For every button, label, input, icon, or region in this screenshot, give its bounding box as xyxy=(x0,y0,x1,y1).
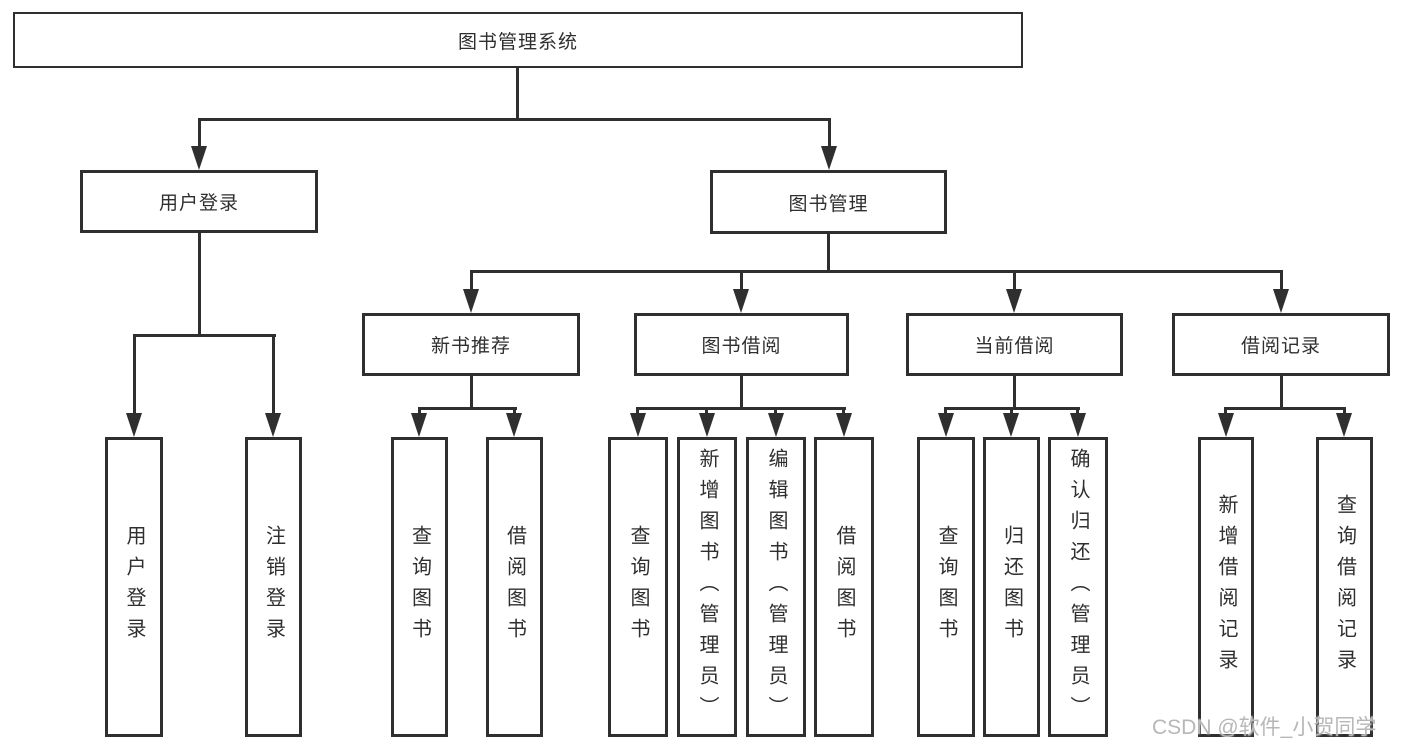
connector-br-stem xyxy=(1280,376,1283,410)
node-leaf-br-add-record: 新增借阅记录 xyxy=(1198,437,1254,737)
node-user-login-label: 用户登录 xyxy=(158,193,239,214)
connector-cb-drop-1 xyxy=(944,407,947,416)
node-label: 查询借阅记录 xyxy=(1333,494,1356,680)
node-leaf-bb-edit-books-admin: 编辑图书（管理员） xyxy=(746,437,806,737)
arrow-down-icon xyxy=(1336,413,1352,437)
connector-nbr-drop-2 xyxy=(513,407,516,416)
arrow-down-icon xyxy=(699,413,715,437)
arrow-down-icon xyxy=(1218,413,1234,437)
arrow-down-icon xyxy=(1006,289,1022,313)
connector-cb-stem xyxy=(1013,376,1016,410)
node-leaf-bb-query-books: 查询图书 xyxy=(608,437,668,737)
connector-root-drop-right xyxy=(828,118,831,148)
node-label: 新增图书（管理员） xyxy=(696,447,718,727)
arrow-down-icon xyxy=(126,413,142,437)
node-book-management: 图书管理 xyxy=(710,170,947,234)
arrow-down-icon xyxy=(1070,413,1086,437)
node-leaf-cb-query-books: 查询图书 xyxy=(917,437,975,737)
arrow-down-icon xyxy=(630,413,646,437)
connector-bb-drop-3 xyxy=(774,407,777,416)
connector-bb-drop-2 xyxy=(705,407,708,416)
node-leaf-nbr-query-books: 查询图书 xyxy=(391,437,448,737)
connector-bb-drop-4 xyxy=(842,407,845,416)
connector-root-stem xyxy=(516,68,519,121)
arrow-down-icon xyxy=(1003,413,1019,437)
connector-bookmgmt-drop-1 xyxy=(470,270,473,292)
connector-nbr-rail xyxy=(418,407,517,410)
node-label: 归还图书 xyxy=(1000,525,1023,649)
node-new-book-recommend: 新书推荐 xyxy=(362,313,580,376)
node-leaf-logout-login: 注销登录 xyxy=(245,437,302,737)
connector-nbr-stem xyxy=(470,376,473,410)
connector-bookmgmt-stem xyxy=(827,234,830,273)
arrow-down-icon xyxy=(191,146,207,170)
connector-userlogin-drop-1 xyxy=(133,334,136,416)
connector-bb-rail xyxy=(636,407,846,410)
node-leaf-bb-add-books-admin: 新增图书（管理员） xyxy=(677,437,737,737)
node-current-borrowing-label: 当前借阅 xyxy=(974,336,1055,357)
node-borrowing-records: 借阅记录 xyxy=(1172,313,1390,376)
node-user-login: 用户登录 xyxy=(80,170,318,233)
node-label: 查询图书 xyxy=(627,525,649,649)
node-label: 确认归还（管理员） xyxy=(1067,447,1089,727)
node-book-management-label: 图书管理 xyxy=(788,193,869,215)
connector-cb-drop-2 xyxy=(1010,407,1013,416)
csdn-watermark: CSDN @软件_小贺同学 xyxy=(1152,716,1377,739)
node-label: 用户登录 xyxy=(123,525,145,649)
arrow-down-icon xyxy=(938,413,954,437)
arrow-down-icon xyxy=(463,289,479,313)
connector-root-rail xyxy=(198,118,831,121)
node-root: 图书管理系统 xyxy=(13,12,1023,68)
node-label: 编辑图书（管理员） xyxy=(765,447,787,727)
arrow-down-icon xyxy=(836,413,852,437)
node-leaf-cb-confirm-return-admin: 确认归还（管理员） xyxy=(1048,437,1108,737)
node-label: 新增借阅记录 xyxy=(1215,494,1237,680)
node-leaf-user-login: 用户登录 xyxy=(105,437,163,737)
connector-br-drop-1 xyxy=(1224,407,1227,416)
node-leaf-cb-return-books: 归还图书 xyxy=(983,437,1040,737)
node-label: 借阅图书 xyxy=(503,525,526,649)
arrow-down-icon xyxy=(1273,289,1289,313)
arrow-down-icon xyxy=(506,413,522,437)
node-leaf-nbr-borrow-books: 借阅图书 xyxy=(486,437,543,737)
node-root-label: 图书管理系统 xyxy=(457,31,578,53)
connector-br-drop-2 xyxy=(1343,407,1346,416)
node-book-borrowing-label: 图书借阅 xyxy=(701,336,782,357)
arrow-down-icon xyxy=(821,146,837,170)
arrow-down-icon xyxy=(768,413,784,437)
connector-userlogin-stem xyxy=(198,233,201,337)
node-current-borrowing: 当前借阅 xyxy=(906,313,1123,376)
connector-bookmgmt-drop-2 xyxy=(740,270,743,292)
connector-bookmgmt-drop-3 xyxy=(1013,270,1016,292)
node-label: 借阅图书 xyxy=(833,525,855,649)
node-new-book-recommend-label: 新书推荐 xyxy=(430,336,511,357)
connector-br-rail xyxy=(1224,407,1346,410)
arrow-down-icon xyxy=(733,289,749,313)
node-leaf-bb-borrow-books: 借阅图书 xyxy=(814,437,874,737)
arrow-down-icon xyxy=(265,413,281,437)
node-label: 查询图书 xyxy=(408,525,431,649)
connector-cb-drop-3 xyxy=(1076,407,1079,416)
connector-userlogin-rail xyxy=(133,334,276,337)
node-leaf-br-query-record: 查询借阅记录 xyxy=(1316,437,1373,737)
connector-nbr-drop-1 xyxy=(418,407,421,416)
node-book-borrowing: 图书借阅 xyxy=(634,313,849,376)
connector-bookmgmt-rail xyxy=(470,270,1283,273)
arrow-down-icon xyxy=(411,413,427,437)
connector-bb-stem xyxy=(740,376,743,410)
node-label: 注销登录 xyxy=(262,525,285,649)
node-label: 查询图书 xyxy=(935,525,957,649)
connector-bookmgmt-drop-4 xyxy=(1280,270,1283,292)
connector-root-drop-left xyxy=(198,118,201,148)
connector-userlogin-drop-2 xyxy=(272,334,275,416)
connector-bb-drop-1 xyxy=(636,407,639,416)
node-borrowing-records-label: 借阅记录 xyxy=(1240,336,1321,357)
